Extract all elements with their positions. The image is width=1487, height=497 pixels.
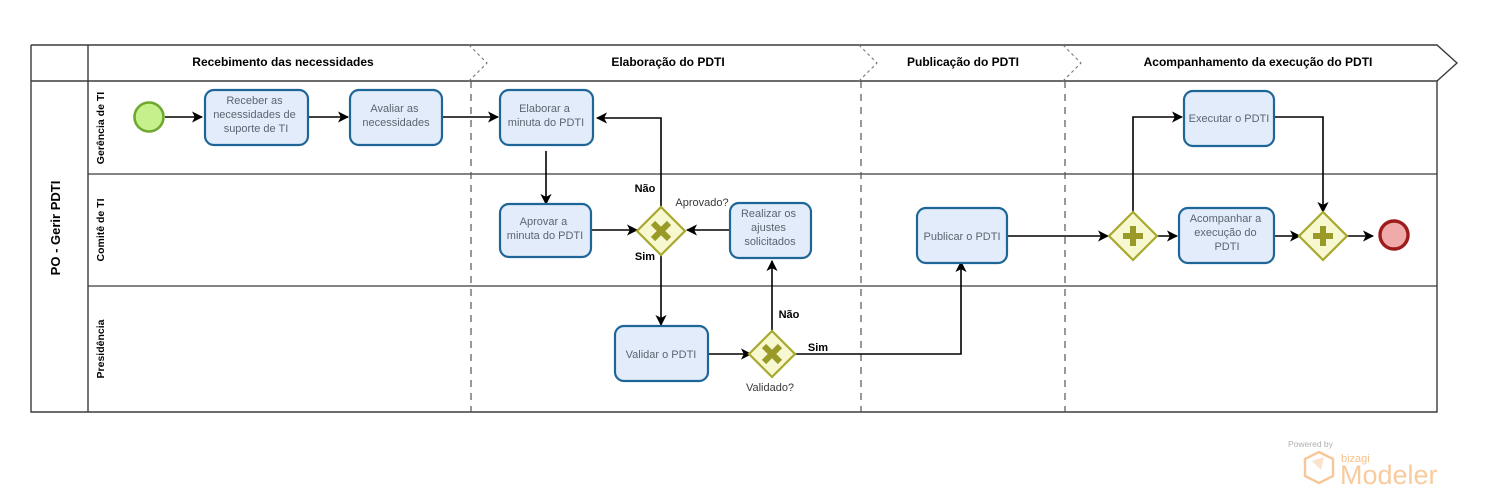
task-receber-as-necessidades[interactable]: Receber as necessidades de suporte de TI… <box>203 88 310 147</box>
lane-header-gerencia-de-ti: Gerência de TI <box>95 92 107 164</box>
flow-label-aprovado-sim: Sim <box>635 251 655 263</box>
bizagi-branding: Powered by bizagi Modeler <box>1288 439 1438 490</box>
task-label: Elaborar a minuta do PDTI <box>508 103 584 129</box>
end-event[interactable] <box>1378 219 1410 251</box>
task-label: Receber as necessidades de suporte de TI <box>213 95 299 135</box>
phase-label-publicacao: Publicação do PDTI <box>907 55 1019 69</box>
task-label: Publicar o PDTI <box>923 231 1000 243</box>
task-executar-o-pdti[interactable]: Executar o PDTI Executar o PDTI <box>1182 89 1276 148</box>
task-elaborar-a-minuta[interactable]: Elaborar a minuta do PDTI Elaborar a min… <box>498 88 595 147</box>
phase-label-acompanhamento: Acompanhamento da execução do PDTI <box>1144 55 1373 69</box>
flow-fork-to-executar <box>1132 111 1184 213</box>
task-acompanhar-a-execucao[interactable]: Acompanhar a execução do PDTI Acompanhar… <box>1177 206 1276 265</box>
phase-label-elaboracao: Elaboração do PDTI <box>611 55 724 69</box>
task-validar-o-pdti[interactable]: Validar o PDTI Validar o PDTI <box>613 324 710 383</box>
flow-label-validado-nao: Não <box>779 309 800 321</box>
gateway-aprovado[interactable] <box>635 205 687 257</box>
task-realizar-os-ajustes[interactable]: Realizar os ajustes solicitados Realizar… <box>728 201 813 260</box>
lane-label: Presidência <box>95 319 107 378</box>
gateway-join-parallel[interactable] <box>1297 210 1349 262</box>
task-aprovar-a-minuta[interactable]: Aprovar a minuta do PDTI Aprovar a minut… <box>498 202 593 259</box>
task-label: Validar o PDTI <box>626 349 697 361</box>
flow-label-aprovado-nao: Não <box>635 183 656 195</box>
task-label: Executar o PDTI <box>1189 113 1270 125</box>
pool-title: PO - Gerir PDTI <box>48 181 63 276</box>
flow-validado-sim <box>795 260 967 355</box>
lane-label: Comitê de TI <box>95 198 107 261</box>
powered-by-label: Powered by <box>1288 439 1334 449</box>
pool-frame <box>30 44 1459 413</box>
lane-label: Gerência de TI <box>95 92 107 164</box>
lane-header-comite-de-ti: Comitê de TI <box>95 198 107 261</box>
task-label: Acompanhar a execução do PDTI <box>1190 213 1265 253</box>
sequence-flows <box>165 111 1375 360</box>
start-event[interactable] <box>133 101 165 133</box>
flow-aprovado-nao <box>595 112 662 207</box>
gateway-validado[interactable] <box>747 329 797 379</box>
flow-executar-to-join <box>1275 116 1329 214</box>
task-publicar-o-pdti[interactable]: Publicar o PDTI Publicar o PDTI <box>915 206 1009 265</box>
gateway-label-validado: Validado? <box>746 382 794 394</box>
task-avaliar-as-necessidades[interactable]: Avaliar as necessidades Avaliar as neces… <box>348 88 444 147</box>
task-label: Aprovar a minuta do PDTI <box>507 216 583 242</box>
bizagi-wordmark: bizagi <box>1341 453 1370 465</box>
phase-label-recebimento: Recebimento das necessidades <box>192 55 374 69</box>
lane-dividers <box>88 173 1437 287</box>
phase-dividers <box>468 44 1082 412</box>
flow-label-validado-sim: Sim <box>808 342 828 354</box>
gateway-label-aprovado: Aprovado? <box>675 197 728 209</box>
bizagi-logo-icon <box>1303 450 1335 485</box>
lane-header-presidencia: Presidência <box>95 319 107 378</box>
gateway-fork-parallel[interactable] <box>1107 210 1159 262</box>
task-label: Realizar os ajustes solicitados <box>741 208 799 248</box>
task-label: Avaliar as necessidades <box>362 103 430 129</box>
modeler-wordmark: Modeler <box>1340 460 1438 490</box>
